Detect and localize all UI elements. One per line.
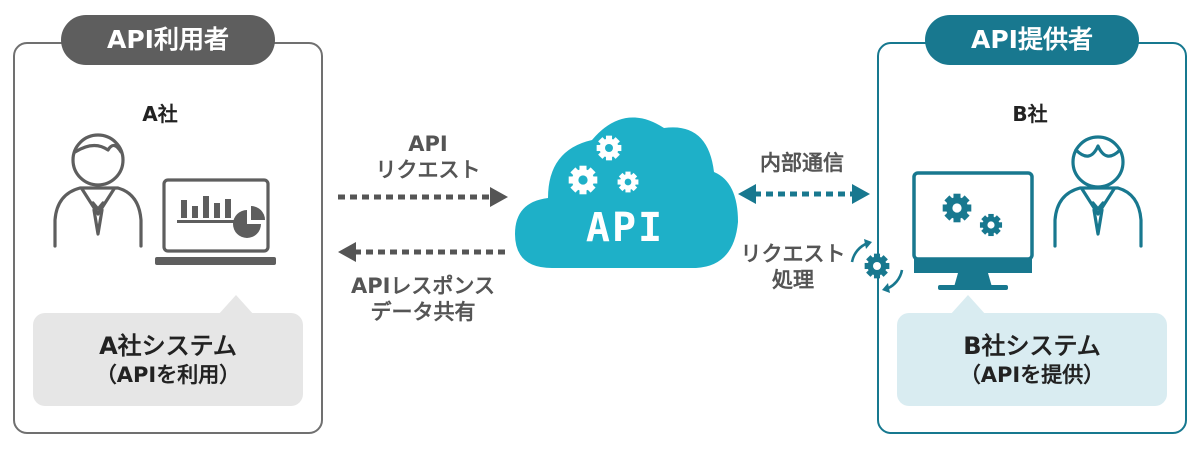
monitor-gears-icon — [912, 171, 1034, 290]
request-processing-line1: リクエスト — [740, 242, 846, 266]
response-label-line1: APIレスポンス — [350, 274, 496, 298]
response-label: APIレスポンス データ共有 — [333, 273, 513, 325]
company-a-system-box: A社システム （APIを利用） — [33, 313, 303, 406]
cloud-icon — [515, 117, 738, 268]
api-provider-label: API提供者 — [925, 15, 1139, 65]
businessman-icon-right — [1053, 135, 1143, 248]
request-label-line2: リクエスト — [375, 158, 481, 182]
request-label: API リクエスト — [348, 131, 508, 183]
company-b-label: B社 — [1012, 102, 1048, 126]
response-arrow — [338, 242, 508, 262]
request-processing-line2: 処理 — [772, 268, 814, 292]
request-label-line1: API — [408, 132, 448, 156]
company-b-system-note: （APIを提供） — [959, 362, 1105, 387]
request-arrow — [338, 187, 508, 207]
laptop-chart-icon — [155, 178, 276, 265]
api-consumer-label: API利用者 — [61, 15, 275, 65]
cloud-api-label: API — [585, 205, 665, 251]
company-b-system-box: B社システム （APIを提供） — [897, 313, 1167, 406]
internal-communication-label: 内部通信 — [760, 151, 844, 175]
company-a-system-title: A社システム — [99, 331, 237, 360]
company-b-system-title: B社システム — [963, 331, 1101, 360]
bubble-a-pointer — [218, 295, 254, 315]
request-processing-label: リクエスト 処理 — [738, 241, 848, 293]
bubble-b-pointer — [950, 295, 986, 315]
gear-refresh-icon — [850, 239, 904, 293]
response-label-line2: データ共有 — [370, 300, 476, 324]
company-a-system-note: （APIを利用） — [95, 362, 241, 387]
businessman-icon-left — [53, 133, 143, 248]
internal-communication-arrow — [738, 184, 870, 204]
company-a-label: A社 — [142, 102, 178, 126]
